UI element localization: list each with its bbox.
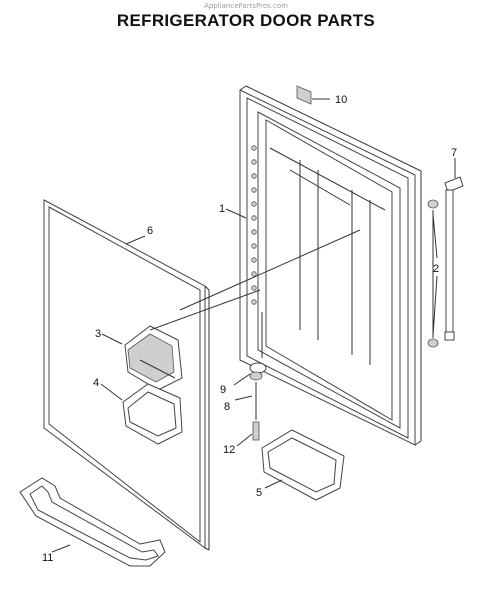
callout-4: 4 <box>93 377 99 389</box>
door-stop-bracket <box>444 176 464 341</box>
callout-9: 9 <box>220 384 226 396</box>
callout-12: 12 <box>223 444 235 456</box>
watermark: AppliancePartsPros.com <box>204 2 288 10</box>
callout-7: 7 <box>451 147 457 159</box>
callout-2: 2 <box>433 263 439 275</box>
leader-lines <box>51 98 456 553</box>
callout-11: 11 <box>42 552 53 564</box>
callout-8: 8 <box>224 401 230 413</box>
callout-3: 3 <box>95 328 101 340</box>
callout-1: 1 <box>219 203 225 215</box>
screw-hole-column <box>251 145 257 305</box>
callout-6: 6 <box>147 225 153 237</box>
dairy-bar <box>19 477 166 567</box>
upper-door-bin <box>124 325 183 391</box>
door-liner-panel <box>43 199 210 551</box>
label-sticker <box>296 85 312 105</box>
page-title: REFRIGERATOR DOOR PARTS <box>116 11 376 30</box>
callout-5: 5 <box>256 487 262 499</box>
door-stop-hardware <box>249 362 267 441</box>
callout-10: 10 <box>335 94 347 106</box>
alignment-lines <box>149 210 434 358</box>
lower-door-bin <box>122 383 183 445</box>
hinge-bushings <box>427 199 439 348</box>
door-shelf-basket <box>261 429 345 501</box>
door-frame-assembly <box>239 85 422 446</box>
